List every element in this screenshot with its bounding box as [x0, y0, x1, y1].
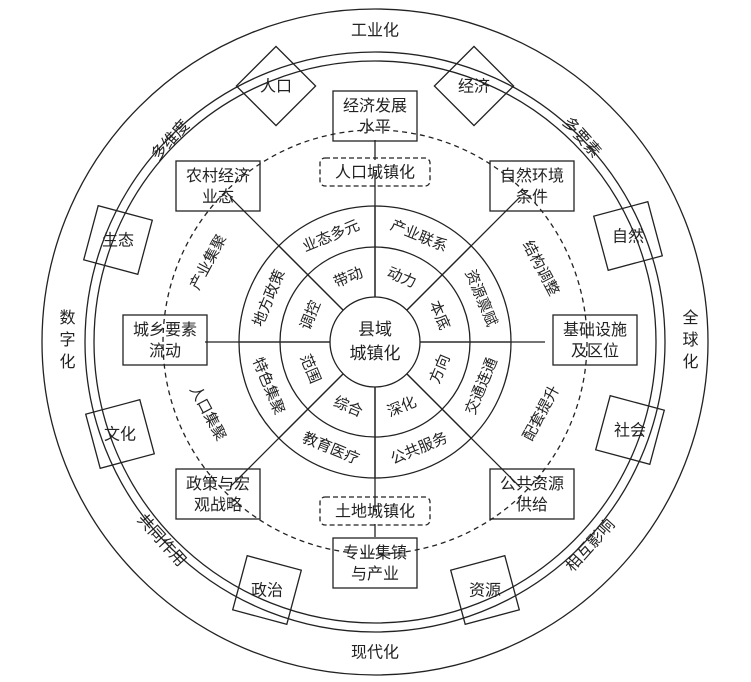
diamond-label: 经济 [458, 77, 490, 96]
outer-label-multi-dimension: 多维度 [147, 116, 193, 164]
outer-label-industrialization: 工业化 [351, 21, 399, 40]
outer-label-globalization: 全球化 [680, 309, 699, 375]
arc-label-supporting-upgrade: 配套提升 [519, 382, 563, 443]
diamond-frame [82, 204, 154, 276]
box-urban-rural-flow-label-line1: 城乡要素 [133, 320, 197, 339]
dashed-circle [162, 129, 588, 555]
box-economic-level-label-line1: 经济发展 [343, 96, 407, 115]
box-urban-rural-flow-label-line2: 流动 [149, 341, 181, 360]
diamond-label: 政治 [251, 581, 283, 600]
dashed-box-population-urbanization: 人口城镇化 [319, 157, 431, 187]
box-public-resources-label-line2: 供给 [516, 495, 548, 514]
diamond-8: 生态 [82, 204, 154, 276]
dashed-box-land-urbanization-frame [319, 496, 431, 526]
inner-ring-label-8: 带动 [331, 263, 366, 291]
arc-label-structural-adjustment: 结构调整 [519, 237, 563, 298]
box-economic-level-label-line2: 水平 [359, 117, 391, 136]
dashed-box-land-urbanization-label: 土地城镇化 [335, 502, 415, 521]
inner-ring-label-3: 方向 [426, 351, 454, 386]
center-label-line2: 城镇化 [350, 344, 401, 364]
outer-circle [41, 8, 709, 676]
inner-ring-label-6: 范围 [296, 351, 324, 386]
inner-ring-label-1: 动力 [384, 263, 419, 291]
diamond-label: 生态 [102, 231, 134, 250]
box-infrastructure-label-line1: 基础设施 [563, 320, 627, 339]
box-public-resources-label-line1: 公共资源 [500, 474, 564, 493]
dashed-box-land-urbanization: 土地城镇化 [319, 496, 431, 526]
diamond-frame [231, 554, 303, 626]
diamond-label: 资源 [469, 581, 501, 600]
diamond-label: 文化 [104, 425, 136, 444]
box-specialized-towns-label-line2: 与产业 [351, 564, 399, 583]
double-ring-inner [93, 60, 657, 624]
box-natural-environment-label-line1: 自然环境 [500, 166, 564, 185]
box-specialized-towns-frame [332, 537, 418, 589]
box-policy-strategy-label-line2: 观战略 [194, 495, 242, 514]
ring-divider [278, 373, 344, 439]
outer-label-modernization: 现代化 [351, 643, 399, 662]
box-policy-strategy-label-line1: 政策与宏 [186, 474, 250, 493]
box-urban-rural-flow-frame [122, 314, 208, 366]
box-infrastructure-label-line2: 及区位 [571, 341, 619, 360]
diamond-label: 人口 [260, 77, 292, 96]
outer-label-multi-element: 多要素 [559, 113, 605, 161]
box-public-resources-frame [489, 468, 575, 520]
ring-divider [406, 373, 472, 439]
diamond-3: 自然 [592, 200, 664, 272]
diamond-2: 经济 [433, 45, 515, 127]
inner-ring-label-2: 本底 [426, 298, 454, 333]
diamond-1: 人口 [235, 45, 317, 127]
arc-label-population-agglomeration: 人口集聚 [186, 382, 230, 443]
arc-label-industrial-agglomeration: 产业集聚 [186, 231, 230, 292]
diamond-frame [594, 394, 666, 466]
diamond-frame [592, 200, 664, 272]
box-rural-economy-label-line1: 农村经济 [186, 166, 250, 185]
dashed-box-population-urbanization-label: 人口城镇化 [335, 163, 415, 182]
ring-divider [406, 245, 472, 311]
center-label-line1: 县域 [358, 320, 392, 340]
diamond-frame [84, 398, 156, 470]
box-policy-strategy-frame [175, 468, 261, 520]
box-economic-level-frame [332, 90, 418, 142]
box-natural-environment-label-line2: 条件 [516, 187, 548, 206]
diamond-frame [449, 554, 521, 626]
box-rural-economy-frame [175, 160, 261, 212]
ring-divider [278, 245, 344, 311]
double-ring-outer [84, 51, 666, 633]
outer-label-digitalization: 数字化 [57, 309, 76, 375]
diamond-5: 资源 [449, 554, 521, 626]
inner-ring-label-5: 综合 [331, 393, 366, 421]
box-specialized-towns-label-line1: 专业集镇 [343, 543, 407, 562]
box-infrastructure-frame [552, 314, 638, 366]
diamond-label: 社会 [614, 421, 646, 440]
center-circle [329, 296, 421, 388]
diamond-label: 自然 [612, 227, 644, 246]
inner-ring-label-7: 调控 [296, 298, 324, 333]
inner-ring-label-4: 深化 [384, 393, 419, 421]
dashed-box-population-urbanization-frame [319, 157, 431, 187]
box-natural-environment-frame [489, 160, 575, 212]
diamond-7: 文化 [84, 398, 156, 470]
box-rural-economy-label-line2: 业态 [202, 187, 234, 206]
diamond-4: 社会 [594, 394, 666, 466]
diamond-frame [235, 45, 317, 127]
diamond-6: 政治 [231, 554, 303, 626]
diamond-frame [433, 45, 515, 127]
